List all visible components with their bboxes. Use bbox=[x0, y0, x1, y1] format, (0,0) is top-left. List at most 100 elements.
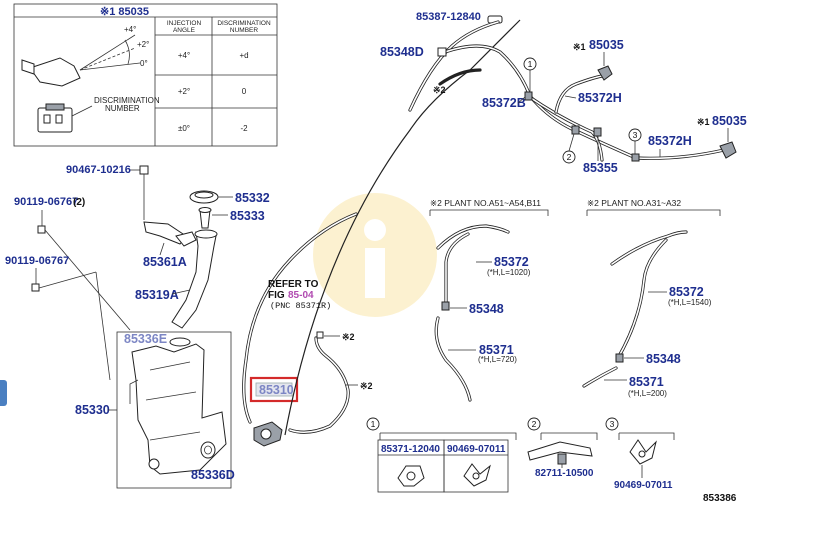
side-panel-tab[interactable] bbox=[0, 380, 7, 406]
highlight-85310 bbox=[249, 376, 299, 403]
nozzle-85035-a[interactable] bbox=[597, 65, 613, 81]
connector-85348d[interactable] bbox=[437, 47, 447, 57]
part-85371-a[interactable]: 85371 bbox=[479, 343, 514, 357]
part-90469-07011-b[interactable]: 90469-07011 bbox=[614, 480, 673, 491]
refer-to-label: REFER TO bbox=[268, 279, 319, 290]
part-85372h-b[interactable]: 85372H bbox=[648, 134, 692, 148]
note-mark2-a: ※2 bbox=[342, 332, 355, 342]
part-85319a[interactable]: 85319A bbox=[135, 288, 179, 302]
part-85355[interactable]: 85355 bbox=[583, 161, 618, 175]
watermark-logo bbox=[313, 193, 437, 317]
part-85336d[interactable]: 85336D bbox=[191, 468, 235, 482]
clip-90469-sketch-a bbox=[463, 463, 491, 487]
part-85361a[interactable]: 85361A bbox=[143, 255, 187, 269]
inset-label-3: 3 bbox=[610, 419, 615, 429]
header-discrimination-2: NUMBER bbox=[230, 27, 258, 34]
note-mark2-c: ※2 bbox=[433, 85, 446, 95]
grommet-85336d[interactable] bbox=[200, 441, 216, 459]
angle-mark-zero: 0° bbox=[140, 59, 148, 68]
tank-85330[interactable] bbox=[129, 337, 227, 475]
part-85348-b[interactable]: 85348 bbox=[646, 352, 681, 366]
part-85035-b[interactable]: 85035 bbox=[712, 114, 747, 128]
angle-mark-plus4: +4° bbox=[124, 25, 136, 34]
refer-pnc-label: (PNC 85371R) bbox=[270, 301, 331, 311]
cap-85332[interactable] bbox=[189, 190, 233, 204]
part-85372h-a[interactable]: 85372H bbox=[578, 91, 622, 105]
part-85336e[interactable]: 85336E bbox=[124, 332, 167, 346]
mark1-a: ※1 bbox=[573, 42, 586, 52]
part-90119-06767-b[interactable]: 90119-06767 bbox=[5, 255, 69, 267]
length-1020: (*H,L=1020) bbox=[487, 268, 531, 277]
angle-mark-plus2: +2° bbox=[137, 40, 149, 49]
part-85371-b[interactable]: 85371 bbox=[629, 375, 664, 389]
joint-b bbox=[631, 153, 640, 162]
note-mark2-b: ※2 bbox=[360, 381, 373, 391]
inset-circle-1 bbox=[366, 417, 380, 431]
joint-85372b[interactable] bbox=[524, 91, 533, 101]
clip-90469-sketch-b bbox=[629, 439, 657, 465]
plant-a31-bracket bbox=[586, 209, 721, 216]
part-qty-2: (2) bbox=[73, 197, 85, 208]
inset-1-bracket bbox=[379, 432, 517, 440]
row1-angle: +4° bbox=[178, 51, 190, 60]
part-85372-a[interactable]: 85372 bbox=[494, 255, 529, 269]
row3-disc: -2 bbox=[240, 124, 248, 133]
row2-disc: 0 bbox=[242, 87, 247, 96]
part-85332[interactable]: 85332 bbox=[235, 191, 270, 205]
part-85333[interactable]: 85333 bbox=[230, 209, 265, 223]
hose-center bbox=[242, 19, 521, 436]
part-82711-10500[interactable]: 82711-10500 bbox=[535, 468, 594, 479]
hood-hoses bbox=[408, 20, 726, 162]
refer-fig-link[interactable]: 85-04 bbox=[288, 290, 314, 301]
callout-3: 3 bbox=[633, 130, 638, 140]
inset-90469-box bbox=[443, 439, 509, 493]
nozzle-sketch bbox=[21, 34, 141, 87]
bolt-90119-b[interactable] bbox=[31, 268, 111, 381]
header-discrimination: DISCRIMINATION bbox=[217, 20, 271, 27]
part-90469-07011-a[interactable]: 90469-07011 bbox=[447, 444, 506, 455]
part-85372b[interactable]: 85372B bbox=[482, 96, 526, 110]
joint-85355[interactable] bbox=[593, 127, 602, 137]
row2-angle: +2° bbox=[178, 87, 190, 96]
joint-a bbox=[571, 125, 580, 135]
bolt-90467[interactable] bbox=[130, 165, 149, 220]
inset-2-bracket bbox=[540, 432, 598, 440]
inset-label-2: 2 bbox=[532, 419, 537, 429]
part-85387-12840[interactable]: 85387-12840 bbox=[416, 11, 481, 23]
mark1-b: ※1 bbox=[697, 117, 710, 127]
bracket-85361a[interactable] bbox=[143, 221, 197, 247]
connector-sketch bbox=[37, 103, 93, 133]
inset-circle-2 bbox=[527, 417, 541, 431]
part-85330[interactable]: 85330 bbox=[75, 403, 110, 417]
length-1540: (*H,L=1540) bbox=[668, 298, 712, 307]
part-90467-10216[interactable]: 90467-10216 bbox=[66, 164, 131, 176]
part-85348d[interactable]: 85348D bbox=[380, 45, 424, 59]
inset-circle-3 bbox=[605, 417, 619, 431]
nozzle-85035-b[interactable] bbox=[719, 141, 737, 159]
clip-82711-sketch bbox=[527, 441, 593, 465]
table-ref-label: ※1 85035 bbox=[100, 6, 149, 18]
part-85348-a[interactable]: 85348 bbox=[469, 302, 504, 316]
part-90119-06767-a[interactable]: 90119-06767 bbox=[14, 196, 78, 208]
inset-label-1: 1 bbox=[371, 419, 376, 429]
strainer-85333[interactable] bbox=[198, 207, 228, 229]
pump-85310[interactable] bbox=[253, 421, 283, 447]
hoses-a31 bbox=[582, 230, 688, 388]
plant-a51-label: ※2 PLANT NO.A51~A54,B11 bbox=[430, 198, 541, 208]
disc-number-label-2: NUMBER bbox=[105, 104, 140, 113]
plant-a31-label: ※2 PLANT NO.A31~A32 bbox=[587, 198, 681, 208]
diagram-number: 853386 bbox=[703, 493, 737, 504]
length-200: (*H,L=200) bbox=[628, 389, 667, 398]
header-injection-angle: INJECTION bbox=[167, 20, 202, 27]
part-85310[interactable]: 85310 bbox=[259, 383, 294, 397]
inlet-85319a[interactable] bbox=[171, 229, 218, 329]
row3-angle: ±0° bbox=[178, 124, 190, 133]
disc-number-label: DISCRIMINATION bbox=[94, 96, 160, 105]
row1-disc: +d bbox=[239, 51, 248, 60]
part-85371-12040[interactable]: 85371-12040 bbox=[381, 444, 440, 455]
bolt-90119-a[interactable] bbox=[37, 210, 131, 331]
part-85035-a[interactable]: 85035 bbox=[589, 38, 624, 52]
refer-fig-label: FIG bbox=[268, 290, 285, 301]
part-85372-b[interactable]: 85372 bbox=[669, 285, 704, 299]
